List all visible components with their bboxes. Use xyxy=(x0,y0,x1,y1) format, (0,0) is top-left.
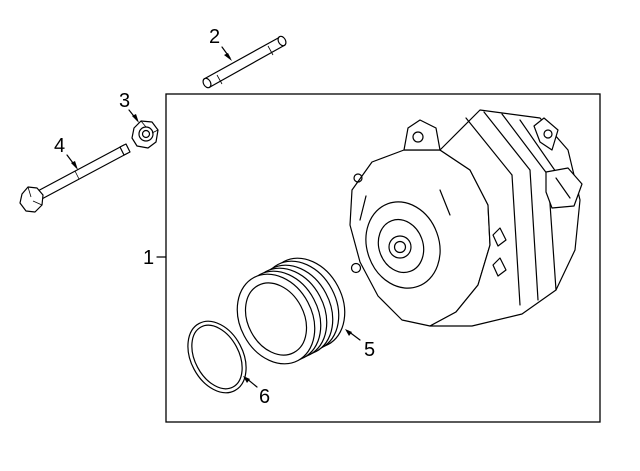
bolt-part xyxy=(19,143,131,213)
callout-5: 5 xyxy=(364,339,375,361)
ring-part xyxy=(187,320,247,394)
arrowhead-5 xyxy=(345,329,352,336)
leader-lines xyxy=(66,46,361,388)
stud-part xyxy=(202,35,287,89)
arrowhead-4 xyxy=(71,161,78,170)
callout-3: 3 xyxy=(119,90,130,112)
arrowhead-2 xyxy=(224,53,232,61)
callout-1: 1 xyxy=(143,247,154,269)
pulley-part xyxy=(236,257,346,365)
callout-2: 2 xyxy=(209,26,220,48)
alternator-body xyxy=(349,109,583,327)
arrowhead-3 xyxy=(132,114,139,123)
callout-6: 6 xyxy=(259,386,270,408)
arrowhead-6 xyxy=(243,376,250,383)
assembly-frame xyxy=(165,93,601,423)
nut-part xyxy=(131,120,159,149)
callout-4: 4 xyxy=(54,135,65,157)
